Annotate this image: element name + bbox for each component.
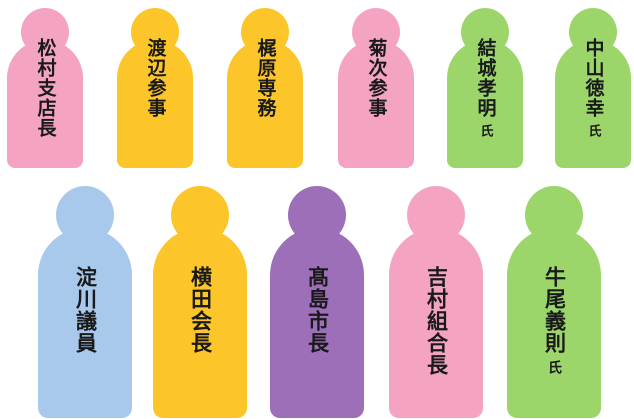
person-name: 松村支店長 xyxy=(34,38,57,138)
person-figure-matsumura: 松村支店長 xyxy=(7,8,83,168)
person-name: 梶原専務 xyxy=(254,38,277,118)
person-body xyxy=(38,228,132,418)
person-body xyxy=(227,40,303,168)
person-body xyxy=(389,228,483,418)
person-body xyxy=(447,40,523,168)
person-body xyxy=(555,40,631,168)
person-figure-takashima: 髙島市長 xyxy=(270,186,364,418)
person-body xyxy=(270,228,364,418)
person-name: 横田会長 xyxy=(188,266,213,354)
person-name: 淀川議員 xyxy=(73,266,98,354)
person-figure-yokota: 横田会長 xyxy=(153,186,247,418)
person-name: 中山徳幸 xyxy=(582,38,605,118)
person-name: 菊次参事 xyxy=(365,38,388,118)
person-figure-yodogawa: 淀川議員 xyxy=(38,186,132,418)
person-figure-watanabe: 渡辺参事 xyxy=(117,8,193,168)
person-name: 渡辺参事 xyxy=(144,38,167,118)
person-honorific: 氏 xyxy=(585,124,601,137)
person-body xyxy=(507,228,601,418)
person-name: 吉村組合長 xyxy=(424,266,449,376)
person-figure-yuki: 結城孝明 氏 xyxy=(447,8,523,168)
person-name: 髙島市長 xyxy=(305,266,330,354)
person-body xyxy=(7,40,83,168)
person-body xyxy=(117,40,193,168)
person-figure-kajiwara: 梶原専務 xyxy=(227,8,303,168)
person-honorific: 氏 xyxy=(546,360,562,374)
person-figure-nakayama: 中山徳幸 氏 xyxy=(555,8,631,168)
person-figure-kikuji: 菊次参事 xyxy=(338,8,414,168)
person-body xyxy=(338,40,414,168)
person-name: 結城孝明 xyxy=(474,38,497,118)
person-name: 牛尾義則 xyxy=(542,266,567,354)
person-figure-yoshimura: 吉村組合長 xyxy=(389,186,483,418)
person-body xyxy=(153,228,247,418)
person-honorific: 氏 xyxy=(477,124,493,137)
person-figure-ushio: 牛尾義則 氏 xyxy=(507,186,601,418)
